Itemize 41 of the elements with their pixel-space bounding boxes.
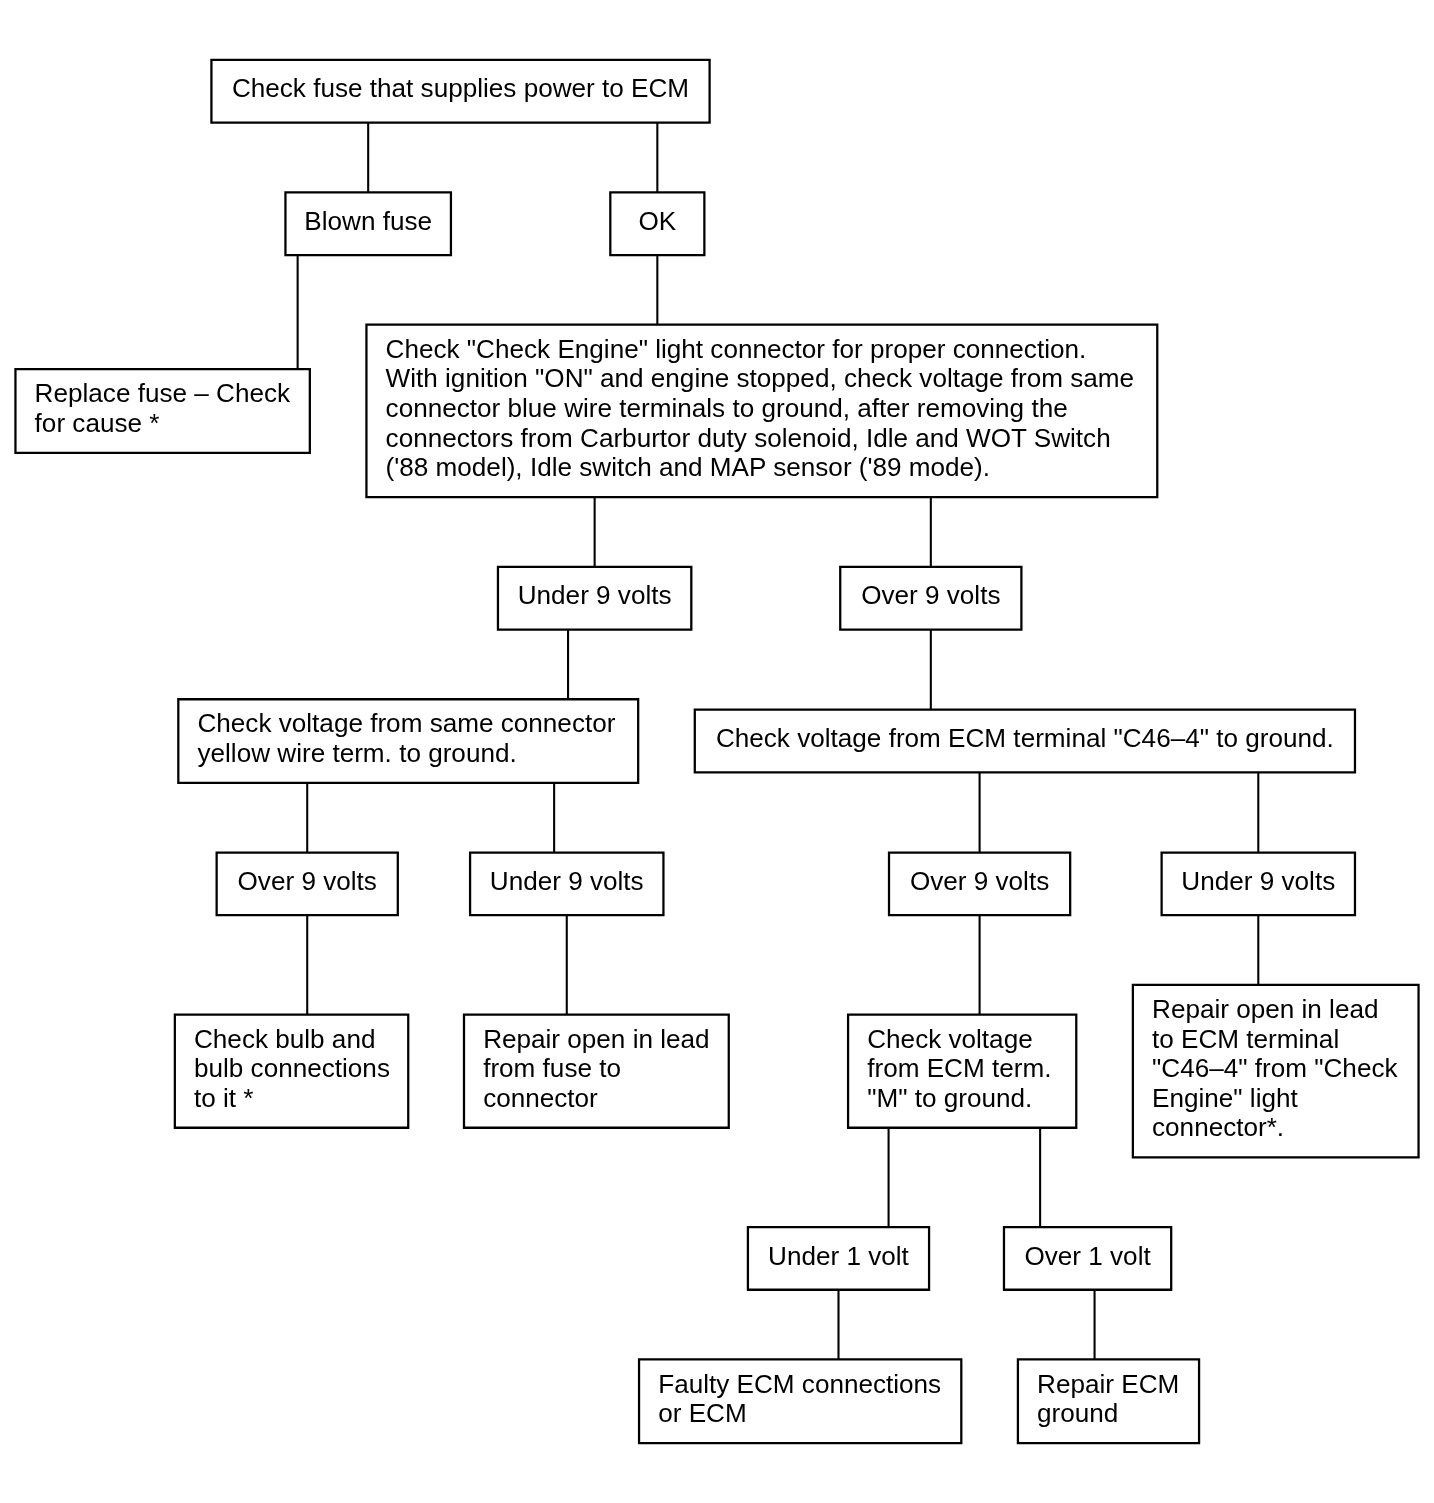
- node-box: Check voltage from ECM term. "M" to ground.: [846, 1013, 1078, 1129]
- node-box: Faulty ECM connections or ECM: [637, 1358, 963, 1445]
- node-box: Over 9 volts: [839, 565, 1023, 631]
- connector: [656, 255, 659, 325]
- node-box: Over 9 volts: [887, 851, 1072, 917]
- connector: [1257, 772, 1260, 853]
- connector: [567, 629, 570, 700]
- node-box: Over 9 volts: [215, 851, 399, 917]
- connector: [837, 1290, 840, 1360]
- node-box: Over 1 volt: [1002, 1225, 1173, 1291]
- connector: [929, 497, 932, 567]
- node-box: Repair open in lead from fuse to connector: [462, 1013, 730, 1129]
- node-box: Repair ECM ground: [1016, 1358, 1201, 1445]
- connector: [1257, 915, 1260, 985]
- node-box: Repair open in lead to ECM terminal "C46–4" from "Check Engine" light connector*.: [1131, 983, 1420, 1159]
- node-box: Blown fuse: [284, 191, 453, 257]
- connector: [929, 629, 932, 710]
- node-box: Check "Check Engine" light connector for proper connection. With ignition "ON" and engine stopped, check voltage from same connector blue wire terminals to ground, after removing the connectors from Carburtor duty solenoid, Idle and WOT Switch ('88 model), Idle switch and MAP sensor ('89 mode).: [365, 323, 1159, 499]
- connector: [1039, 1127, 1042, 1227]
- node-box: Check fuse that supplies power to ECM: [210, 58, 711, 124]
- node-box: Check voltage from ECM terminal "C46–4" to ground.: [693, 708, 1357, 774]
- node-box: Check bulb and bulb connections to it *: [173, 1013, 410, 1129]
- node-box: Under 1 volt: [746, 1225, 931, 1291]
- connector: [306, 783, 309, 853]
- connector: [296, 255, 299, 369]
- node-box: Under 9 volts: [468, 851, 665, 917]
- connector: [1093, 1290, 1096, 1360]
- connector: [367, 122, 370, 193]
- connector: [887, 1127, 890, 1227]
- node-box: Under 9 volts: [1160, 851, 1357, 917]
- node-box: Replace fuse – Check for cause *: [14, 368, 311, 454]
- connector: [553, 783, 556, 853]
- connector: [978, 915, 981, 1015]
- connector: [978, 772, 981, 853]
- node-box: Under 9 volts: [496, 565, 693, 631]
- node-box: OK: [609, 191, 706, 257]
- connector: [306, 915, 309, 1015]
- connector: [565, 915, 568, 1015]
- node-box: Check voltage from same connector yellow wire term. to ground.: [177, 698, 640, 784]
- connector: [656, 122, 659, 193]
- connector: [593, 497, 596, 567]
